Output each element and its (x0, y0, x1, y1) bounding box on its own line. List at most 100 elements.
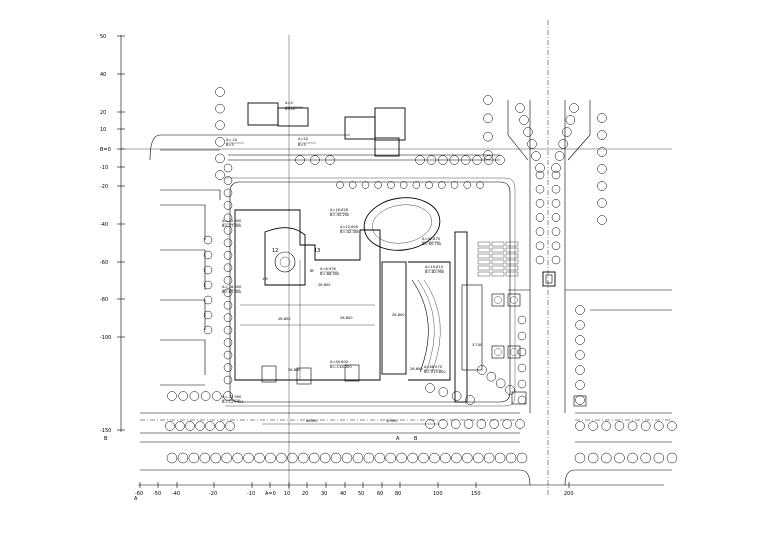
tree-symbol (535, 163, 545, 173)
tree-symbol (450, 419, 461, 429)
tree-symbol (215, 120, 225, 130)
tree-symbol (483, 150, 493, 160)
dimension-line: 88400 50400 A B (262, 419, 440, 442)
tree-symbol (575, 365, 585, 375)
tree-symbol (387, 181, 395, 189)
y-tick-label: 10 (100, 127, 106, 133)
tree-symbol (223, 263, 233, 273)
tree-symbol (200, 391, 211, 401)
tree-symbol (601, 452, 612, 464)
x-tick-label: -40 (172, 491, 180, 497)
site-boundary (225, 154, 516, 407)
tree-symbol (396, 452, 407, 464)
coordinate-label: A=-16.000 (222, 285, 242, 289)
tree-symbol (418, 452, 429, 464)
tree-symbol (223, 350, 233, 360)
tree-symbol (185, 421, 195, 431)
tree-symbol (483, 131, 493, 142)
tree-symbol (535, 199, 545, 208)
tree-symbol (551, 255, 561, 265)
y-tick-label: -80 (100, 297, 108, 303)
y-tick-label: -100 (100, 335, 111, 341)
coordinate-label: B=-67.300 (222, 290, 242, 294)
tree-symbol (295, 155, 305, 165)
coordinate-label: B=-37.900 (222, 224, 242, 228)
coordinate-label: B=-60.700 (422, 242, 442, 246)
tree-symbol (505, 385, 515, 395)
tree-symbol (215, 87, 225, 97)
tree-symbol (640, 452, 651, 464)
tree-symbol (451, 391, 462, 401)
coordinate-label: B=-45.200 (330, 213, 350, 217)
tree-symbol (325, 155, 335, 165)
coordinate-label: B=-42.300 (340, 230, 360, 234)
tree-symbol (627, 452, 638, 464)
x-tick-label: -60 (135, 491, 143, 497)
x-tick-label: -10 (247, 491, 255, 497)
tree-symbol (223, 163, 233, 173)
coordinate-label: B=5 (298, 143, 306, 147)
y-tick-label: -150 (100, 428, 111, 434)
tree-symbol (489, 419, 500, 429)
tree-symbol (215, 421, 225, 431)
tree-symbol (614, 452, 625, 464)
tree-symbol (531, 151, 541, 161)
tree-symbol (203, 325, 213, 335)
tree-symbol (575, 335, 585, 345)
tree-symbol (425, 181, 433, 189)
elev-5: 26.600 (410, 367, 423, 371)
tree-symbol (195, 421, 205, 431)
tree-symbol (352, 452, 364, 464)
tree-symbol (215, 103, 225, 114)
tree-symbol (426, 155, 437, 165)
y-tick-label: 40 (100, 72, 106, 78)
tree-symbol (654, 421, 664, 431)
tree-symbol (363, 452, 375, 464)
tree-symbol (212, 391, 222, 401)
roads (140, 100, 672, 486)
area-6f: 6F (310, 269, 314, 273)
tree-symbol (551, 241, 561, 251)
tree-symbol (483, 95, 493, 105)
tree-symbol (575, 305, 585, 315)
tree-symbol (223, 176, 233, 185)
y-tick-label: -20 (100, 184, 108, 190)
coordinate-labels: A=-10B=5A=0B=10A=20B=5A=16.826B=-45.200A… (222, 101, 446, 404)
tree-symbol (627, 421, 638, 431)
area-13: 13 (314, 248, 320, 254)
tree-symbol (223, 275, 233, 285)
tree-symbol (653, 452, 665, 464)
tree-symbol (298, 452, 309, 464)
tree-symbol (588, 421, 598, 431)
tree-symbol (232, 452, 243, 464)
tree-symbol (476, 181, 484, 189)
coordinate-label: A=-12.900 (222, 219, 242, 223)
y-tick-label: 20 (100, 110, 106, 116)
tree-symbol (438, 387, 449, 397)
tree-symbol (429, 452, 440, 464)
tree-symbol (551, 199, 561, 208)
tree-symbol (517, 347, 527, 357)
x-tick-label: -20 (209, 491, 217, 497)
tree-symbol (254, 452, 265, 464)
coordinate-label: A=40.600 (330, 360, 349, 364)
tree-symbol (551, 213, 561, 222)
tree-symbol (666, 452, 678, 464)
coordinate-label: B=-82.900 (425, 270, 445, 274)
tree-symbol (483, 155, 494, 165)
tree-symbol (477, 365, 487, 375)
coordinate-label: A=-10 (226, 138, 238, 142)
trees (165, 87, 678, 464)
coordinate-label: A=-11.900 (222, 395, 242, 399)
coordinate-label: A=20 (298, 137, 309, 141)
tree-symbol (223, 363, 233, 372)
tree-symbol (319, 452, 331, 464)
x-tick-label: 50 (358, 491, 364, 497)
tree-symbol (449, 155, 460, 165)
tree-symbol (215, 153, 225, 164)
tree-symbol (565, 115, 576, 125)
tree-symbol (223, 325, 233, 335)
tree-symbol (265, 452, 276, 464)
tree-symbol (505, 452, 517, 464)
tree-symbol (440, 452, 451, 464)
